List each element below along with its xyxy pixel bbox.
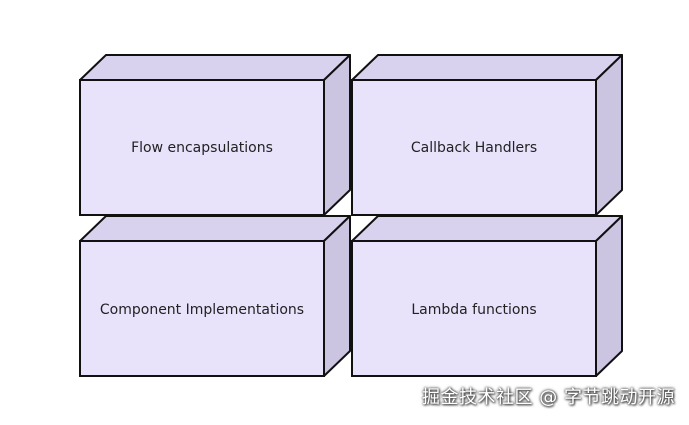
box-component-implementations-front-face bbox=[79, 240, 325, 377]
box-lambda-functions-top-face bbox=[351, 215, 623, 242]
box-callback-handlers-top-face bbox=[351, 54, 623, 81]
box-flow-encapsulations: Flow encapsulations bbox=[79, 54, 351, 216]
box-callback-handlers-side-face bbox=[595, 54, 623, 216]
box-component-implementations-side-face bbox=[323, 215, 351, 377]
box-flow-encapsulations-top-face bbox=[79, 54, 351, 81]
box-component-implementations: Component Implementations bbox=[79, 215, 351, 377]
watermark: 掘金技术社区 @ 字节跳动开源 bbox=[422, 387, 675, 408]
box-lambda-functions-label: Lambda functions bbox=[411, 302, 536, 318]
box-lambda-functions-side-face bbox=[595, 215, 623, 377]
box-lambda-functions-front-face bbox=[351, 240, 597, 377]
box-flow-encapsulations-front-face bbox=[79, 79, 325, 216]
box-callback-handlers-label: Callback Handlers bbox=[411, 140, 537, 156]
box-callback-handlers-front-face bbox=[351, 79, 597, 216]
box-component-implementations-label: Component Implementations bbox=[100, 302, 304, 318]
box-lambda-functions: Lambda functions bbox=[351, 215, 623, 377]
box-flow-encapsulations-side-face bbox=[323, 54, 351, 216]
box-callback-handlers: Callback Handlers bbox=[351, 54, 623, 216]
box-flow-encapsulations-label: Flow encapsulations bbox=[131, 140, 273, 156]
box-component-implementations-top-face bbox=[79, 215, 351, 242]
